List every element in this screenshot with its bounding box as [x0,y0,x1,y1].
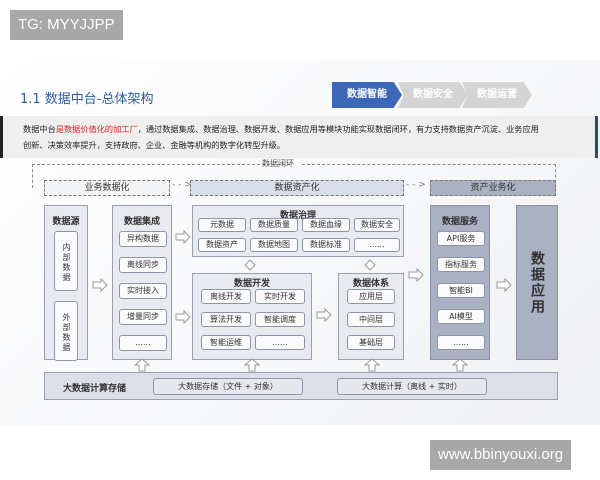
phase-business-to-data: 业务数据化 [44,180,170,196]
data-system-title: 数据体系 [352,279,389,289]
watermark-top: TG: MYYJJPP [10,10,123,40]
gov-security[interactable]: 数据安全 [354,218,400,232]
step-data-operation[interactable]: 数据运营 [462,82,532,108]
gov-lineage[interactable]: 数据血缘 [302,218,350,232]
service-bi[interactable]: 智能BI [437,283,485,298]
description-line-2: 创新、决策效率提升，支持政府、企业、金融等机构的数字化转型升级。 [23,140,286,150]
system-app-layer[interactable]: 应用层 [347,289,395,304]
source-external[interactable]: 外部数据 [54,301,78,361]
step-data-intelligence[interactable]: 数据智能 [332,82,402,108]
watermark-bottom: www.bbinyouxi.org [430,440,572,470]
integration-heterogeneous[interactable]: 异构数据 [119,231,167,247]
data-development-panel: 数据开发 离线开发 实时开发 算法开发 智能调度 智能运维 ...... [192,273,312,360]
data-service-panel: 数据服务 API服务 指标服务 智能BI AI模型 ...... [430,205,490,360]
system-base-layer[interactable]: 基础层 [347,335,395,350]
arrow-right-icon [408,268,424,282]
bidirectional-arrow-icon [364,259,376,271]
integration-incremental[interactable]: 增量同步 [119,309,167,325]
arrow-up-icon [244,358,260,372]
service-api[interactable]: API服务 [437,231,485,246]
loop-line-right [302,164,556,165]
arrow-right-icon [316,308,332,322]
data-application-title: 数据应用 [529,250,545,315]
data-development-title: 数据开发 [233,279,270,289]
dev-realtime[interactable]: 实时开发 [255,289,305,304]
phase-arrow-2: - - > [406,180,426,190]
bigdata-storage[interactable]: 大数据存储（文件 + 对象） [153,378,303,395]
integration-offline-sync[interactable]: 离线同步 [119,257,167,273]
service-metrics[interactable]: 指标服务 [437,257,485,272]
data-integration-panel: 数据集成 异构数据 离线同步 实时接入 增量同步 ...... [112,205,172,360]
step-data-security[interactable]: 数据安全 [398,82,468,108]
data-governance-title: 数据治理 [279,211,316,221]
arrow-up-icon [452,358,468,372]
phase-asset-to-business: 资产业务化 [430,180,556,196]
arrow-right-icon [496,278,512,292]
data-application-panel[interactable]: 数据应用 [516,205,558,360]
integration-more[interactable]: ...... [119,335,167,351]
loop-line-right-down [555,164,556,188]
dev-ops[interactable]: 智能运维 [201,335,251,350]
bigdata-compute-storage-bar: 大数据计算存储 大数据存储（文件 + 对象） 大数据计算（离线 + 实时） [44,372,558,400]
integration-realtime[interactable]: 实时接入 [119,283,167,299]
bidirectional-arrow-icon [244,259,256,271]
service-ai-model[interactable]: AI模型 [437,309,485,324]
dev-more[interactable]: ...... [255,335,305,350]
service-more[interactable]: ...... [437,335,485,350]
loop-label: 数据闭环 [262,159,294,168]
gov-asset[interactable]: 数据资产 [198,238,246,252]
dev-algorithm[interactable]: 算法开发 [201,312,251,327]
data-integration-title: 数据集成 [123,217,160,227]
gov-more[interactable]: ...... [354,238,400,252]
arrow-up-icon [134,358,150,372]
data-source-title: 数据源 [52,217,80,227]
description-box: 数据中台是数据价值化的加工厂，通过数据集成、数据治理、数据开发、数据应用等模块功… [0,116,598,158]
arrow-up-icon [364,358,380,372]
description-line-1: 数据中台是数据价值化的加工厂，通过数据集成、数据治理、数据开发、数据应用等模块功… [23,124,539,134]
data-system-panel: 数据体系 应用层 中间层 基础层 [338,273,404,360]
phase-data-to-asset: 数据资产化 [190,180,404,196]
page-title: 1.1 数据中台-总体架构 [20,92,154,107]
dev-offline[interactable]: 离线开发 [201,289,251,304]
arrow-right-icon [175,230,191,244]
loop-line-left-down [32,164,33,188]
data-source-panel: 数据源 内部数据 外部数据 [44,205,88,361]
gov-metadata[interactable]: 元数据 [198,218,246,232]
dev-scheduling[interactable]: 智能调度 [255,312,305,327]
arrow-right-icon [175,310,191,324]
phase-arrow-1: - - > [172,180,192,190]
data-service-title: 数据服务 [441,217,478,227]
loop-line-left [32,164,290,165]
source-internal[interactable]: 内部数据 [54,231,78,291]
gov-standard[interactable]: 数据标准 [302,238,350,252]
arrow-right-icon [92,278,108,292]
data-governance-panel: 数据治理 元数据 数据质量 数据血缘 数据安全 数据资产 数据地图 数据标准 .… [192,205,404,257]
gov-map[interactable]: 数据地图 [250,238,298,252]
system-middle-layer[interactable]: 中间层 [347,312,395,327]
bigdata-label: 大数据计算存储 [63,384,127,394]
gov-quality[interactable]: 数据质量 [250,218,298,232]
bigdata-compute[interactable]: 大数据计算（离线 + 实时） [337,378,487,395]
